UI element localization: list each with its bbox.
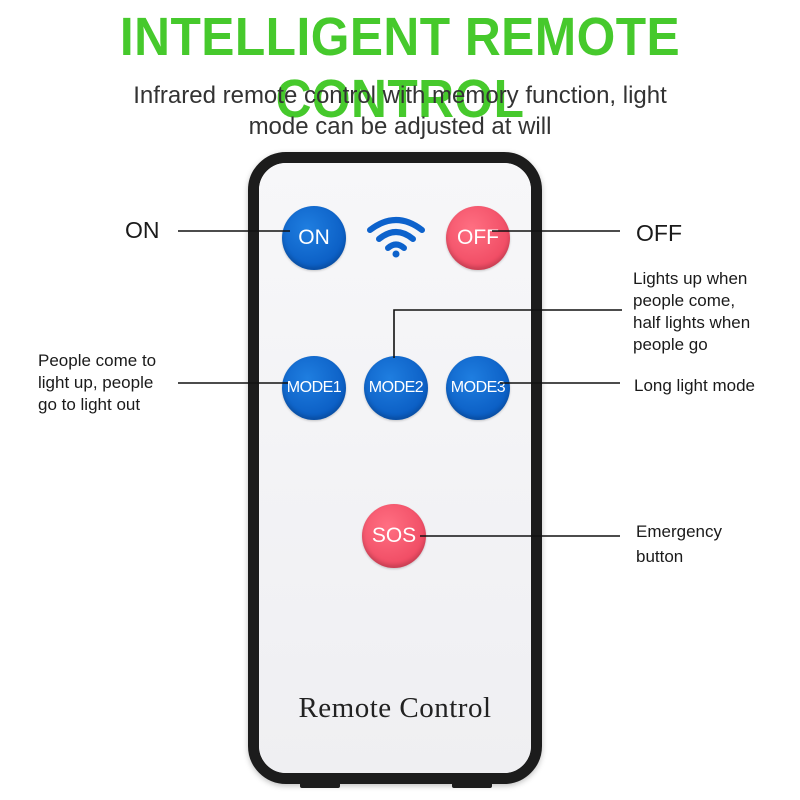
- mode1-button[interactable]: MODE1: [282, 356, 346, 420]
- sos-callout: Emergency button: [636, 519, 722, 569]
- headline: INTELLIGENT REMOTE CONTROL: [119, 7, 681, 129]
- remote-bottom-clip-left: [300, 782, 340, 788]
- mode2-callout: Lights up when people come, half lights …: [633, 268, 750, 356]
- subtitle: Infrared remote control with memory func…: [80, 80, 720, 142]
- mode1-callout-line-1: People come to: [38, 351, 157, 370]
- off-callout: OFF: [636, 220, 682, 246]
- mode1-button-label: MODE1: [286, 379, 342, 396]
- sos-button[interactable]: SOS: [362, 504, 426, 568]
- remote-bottom-clip-right: [452, 782, 492, 788]
- mode1-callout: People come to light up, people go to li…: [38, 350, 156, 416]
- on-callout: ON: [125, 217, 160, 243]
- mode2-callout-line-1: Lights up when: [633, 269, 748, 288]
- wifi-icon: [367, 217, 425, 258]
- off-button[interactable]: OFF: [446, 206, 510, 270]
- sos-callout-line-2: button: [636, 547, 684, 566]
- mode1-callout-line-3: go to light out: [38, 395, 141, 414]
- sos-callout-line-1: Emergency: [636, 522, 722, 541]
- mode3-button-label: MODE3: [450, 379, 506, 396]
- subtitle-line-1: Infrared remote control with memory func…: [133, 82, 667, 109]
- off-button-label: OFF: [457, 226, 499, 249]
- mode2-callout-line-4: people go: [633, 335, 708, 354]
- subtitle-line-2: mode can be adjusted at will: [248, 113, 552, 140]
- mode1-callout-line-2: light up, people: [38, 373, 154, 392]
- on-button[interactable]: ON: [282, 206, 346, 270]
- mode2-button[interactable]: MODE2: [364, 356, 428, 420]
- mode3-button[interactable]: MODE3: [446, 356, 510, 420]
- remote-brand-label: Remote Control: [298, 692, 492, 724]
- sos-button-label: SOS: [371, 524, 417, 547]
- mode2-callout-line-3: half lights when: [633, 313, 751, 332]
- mode3-callout: Long light mode: [634, 376, 755, 395]
- mode2-button-label: MODE2: [368, 379, 424, 396]
- mode2-callout-line-2: people come,: [633, 291, 736, 310]
- on-button-label: ON: [298, 226, 330, 249]
